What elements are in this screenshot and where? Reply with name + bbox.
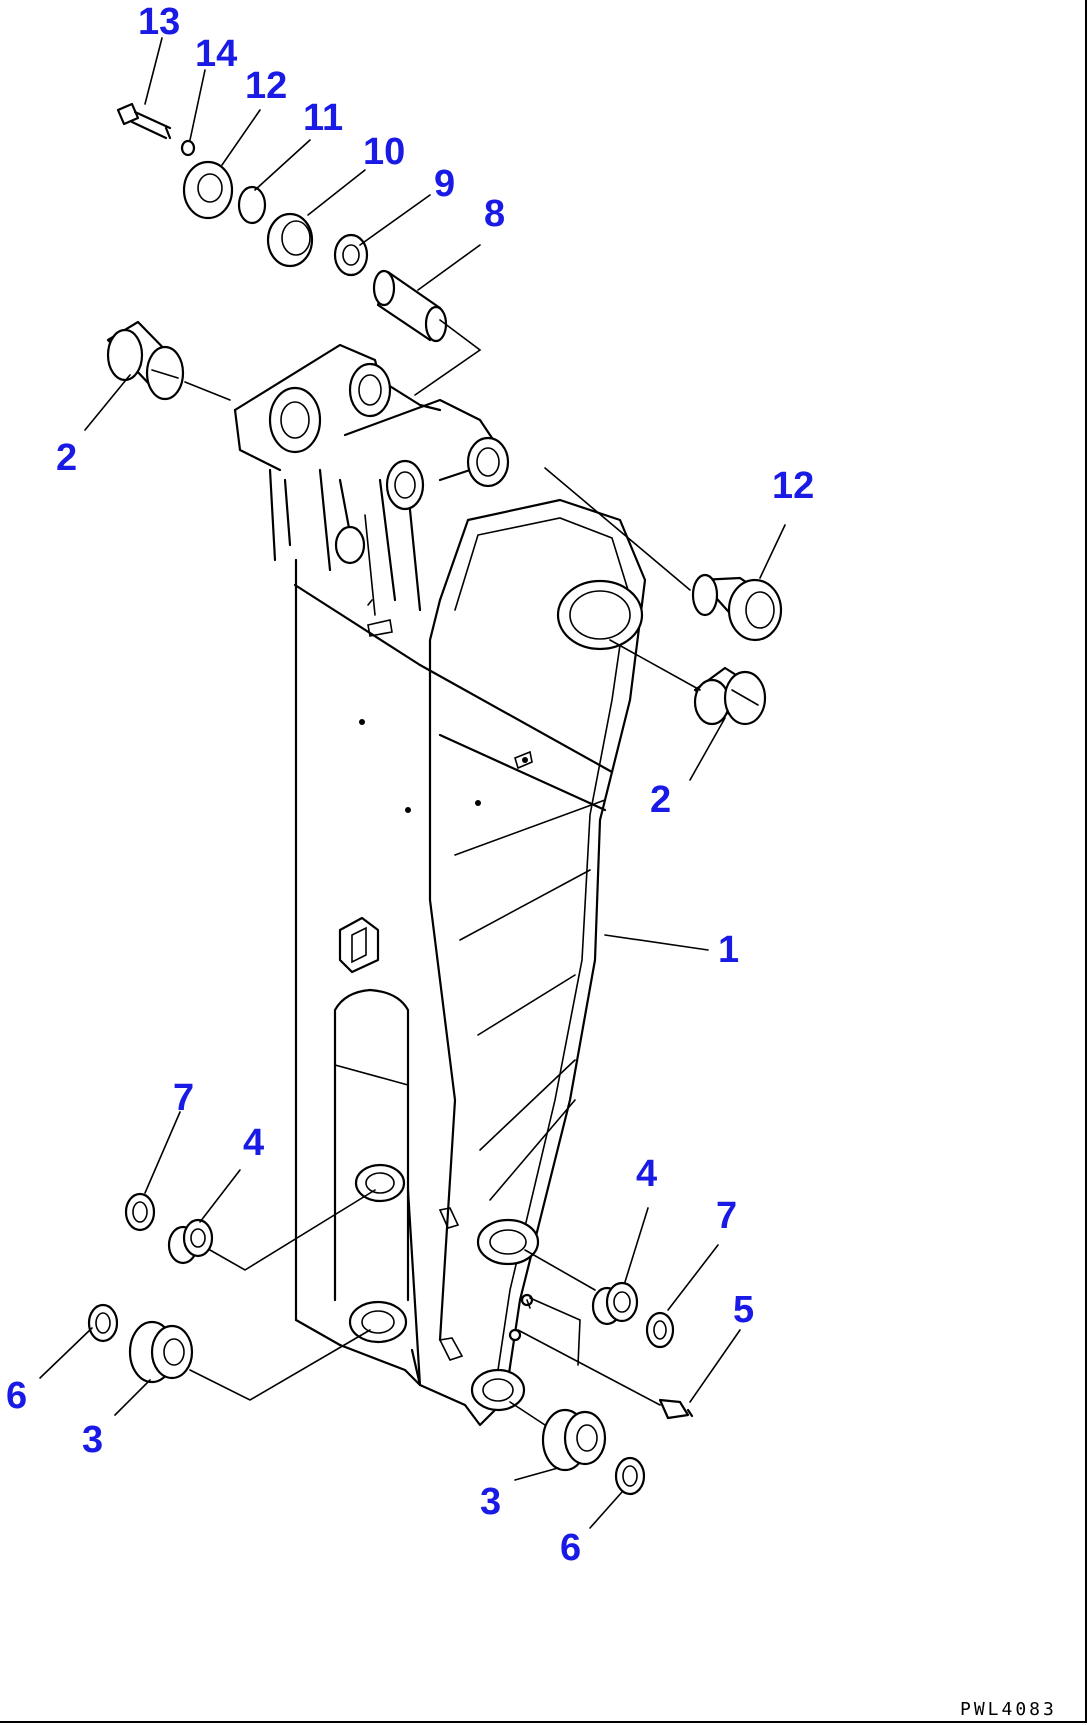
callout-5: 5: [733, 1289, 754, 1331]
callout-13: 13: [138, 1, 180, 43]
fitting-part-5: [658, 1398, 694, 1420]
callout-7-right: 7: [716, 1195, 737, 1237]
callout-11: 11: [303, 97, 343, 139]
bolt-part-13: [116, 102, 172, 140]
callout-7-left: 7: [173, 1077, 194, 1119]
callout-12-right: 12: [772, 465, 814, 507]
callout-labels: 13 14 12 11 10 9 8 2 12 2 1 7 4 4 7 5 6 …: [6, 1, 814, 1569]
callout-3-right: 3: [480, 1481, 501, 1523]
callout-4-left: 4: [243, 1122, 264, 1164]
ring-part-6-right: [614, 1456, 646, 1496]
bushing-part-4-right: [591, 1281, 639, 1326]
ring-part-7-right: [645, 1311, 675, 1349]
callout-1: 1: [718, 929, 739, 971]
callout-8: 8: [484, 193, 505, 235]
bushing-part-2-right: [693, 666, 767, 726]
callout-12: 12: [245, 65, 287, 107]
callout-10: 10: [363, 131, 405, 173]
callout-9: 9: [434, 163, 455, 205]
callout-4-right: 4: [636, 1153, 657, 1195]
pin-part-12-right: [691, 573, 783, 642]
callout-2-top: 2: [56, 437, 77, 479]
callout-6-right: 6: [560, 1527, 581, 1569]
drawing-code: PWL4083: [960, 1699, 1057, 1720]
callout-2-right: 2: [650, 779, 671, 821]
bushing-part-10: [266, 212, 314, 268]
top-clevis: [233, 343, 510, 637]
pin-part-8: [372, 269, 448, 343]
bushing-part-3-left: [128, 1320, 194, 1384]
bushing-part-2-top: [106, 320, 185, 401]
ring-part-9: [333, 233, 369, 277]
leader-lines: [39, 37, 786, 1529]
callout-6-left: 6: [6, 1375, 27, 1417]
callout-14: 14: [195, 33, 237, 75]
arm-body: [293, 498, 647, 1427]
ring-part-7-left: [124, 1192, 156, 1232]
washer-part-14: [180, 139, 196, 157]
callout-3-left: 3: [82, 1419, 103, 1461]
bushing-part-3-right: [541, 1408, 607, 1472]
bushing-part-4-left: [167, 1218, 214, 1265]
ring-part-6-left: [87, 1303, 119, 1343]
plate-part-12: [182, 160, 234, 220]
assembly-lines: [184, 319, 701, 1426]
oring-part-11: [237, 185, 267, 225]
